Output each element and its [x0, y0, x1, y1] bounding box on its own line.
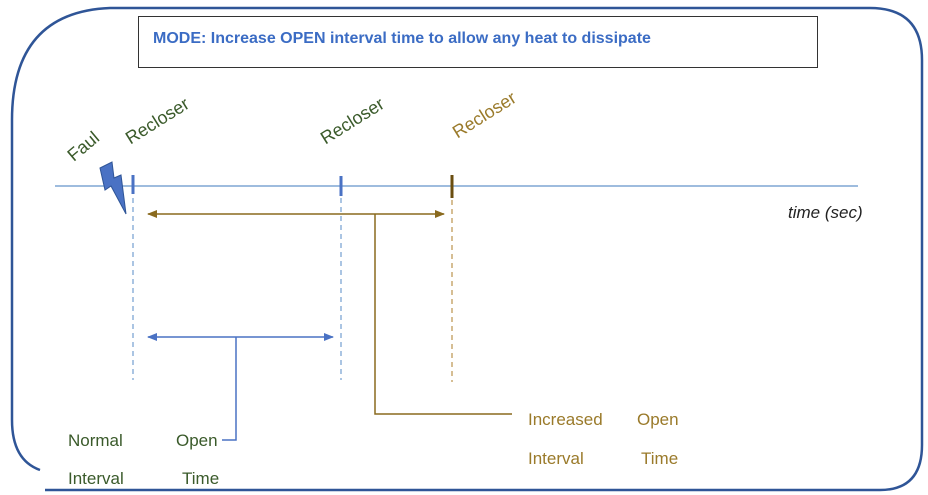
- mode-title-box: MODE: Increase OPEN interval time to all…: [138, 16, 818, 68]
- lightning-bolt-icon: [99, 161, 127, 215]
- normal-interval-word-4: Time: [182, 469, 220, 488]
- normal-interval-word-3: Interval: [68, 469, 124, 488]
- outer-frame: [10, 6, 924, 492]
- normal-interval-word-1: Normal: [68, 431, 123, 450]
- mode-title: MODE: Increase OPEN interval time to all…: [153, 30, 651, 47]
- time-axis-label: time (sec): [788, 203, 863, 222]
- increased-interval-leader: [374, 214, 512, 415]
- normal-interval-leader: [222, 337, 237, 441]
- increased-interval-word-4: Time: [641, 449, 679, 468]
- increased-interval-word-3: Interval: [528, 449, 584, 468]
- increased-interval-word-1: Increased: [528, 410, 603, 429]
- increased-interval-word-2: Open: [637, 410, 679, 429]
- normal-interval-word-2: Open: [176, 431, 218, 450]
